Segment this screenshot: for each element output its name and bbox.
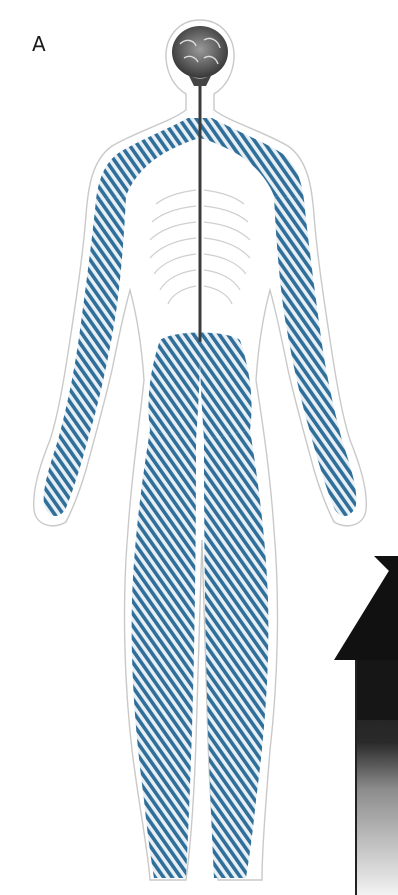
up-arrow-icon <box>334 556 398 895</box>
